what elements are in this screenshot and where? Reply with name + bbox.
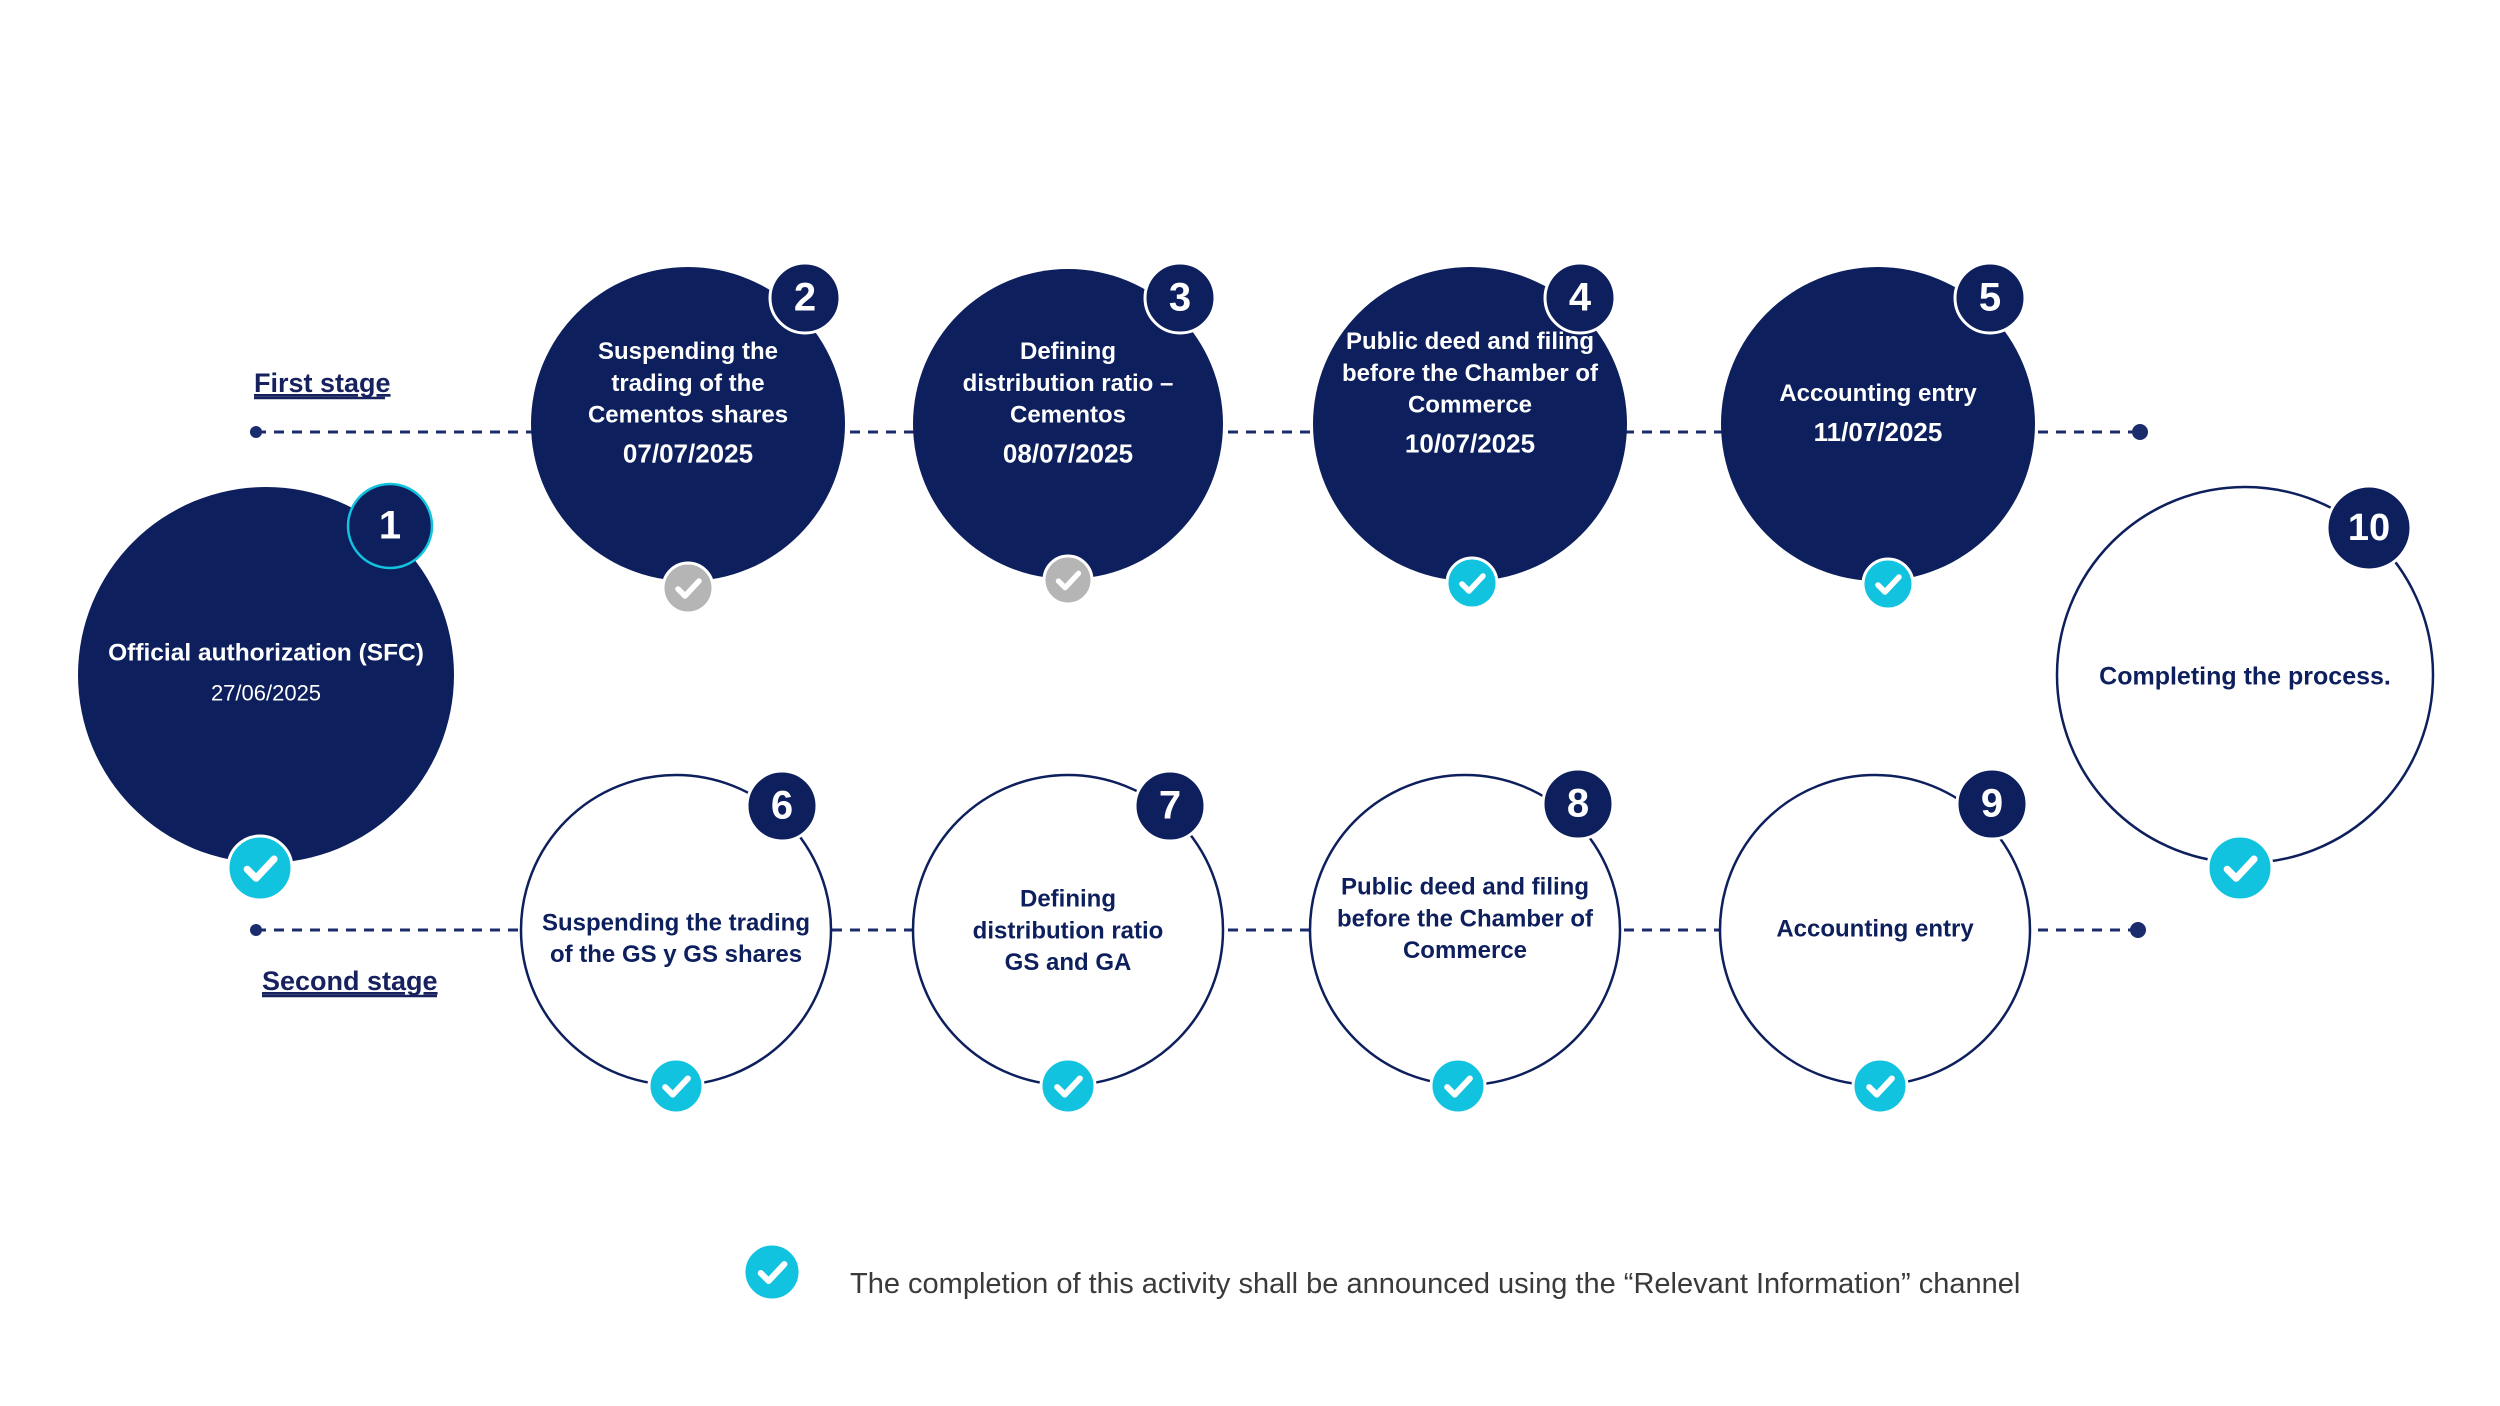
step-number-badge: 7 [1133,769,1207,843]
step-number: 5 [1979,276,2001,320]
first-stage-end-dot [2132,424,2148,440]
second-stage-start-dot [250,924,262,936]
check-icon [1042,554,1094,606]
step-label-line: Completing the process. [2099,663,2391,691]
step-number: 9 [1981,782,2003,826]
check-icon [661,561,715,615]
check-icon [647,1057,705,1115]
step-number-badge: 2 [768,261,842,335]
step-number-badge: 1 [346,482,434,570]
step-number: 1 [379,504,401,548]
step-label-line: before the Chamber of [1337,905,1594,932]
step-circle [78,487,454,863]
step-number-badge: 10 [2325,484,2413,572]
legend-check-mark [742,1242,802,1302]
step-label-line: Public deed and filing [1341,874,1589,901]
check-icon [1861,557,1915,611]
step-label-line: Commerce [1403,937,1527,964]
step-10: Completing the process. 10 [2055,484,2435,902]
step-circle [531,267,845,581]
step-3: Defining distribution ratio – Cementos 08/0… [913,261,1223,606]
step-circle [1313,267,1627,581]
check-icon [1039,1057,1097,1115]
step-9: Accounting entry 9 [1718,767,2032,1115]
step-label-line: Defining [1020,338,1116,365]
step-label-line: distribution ratio [973,917,1164,944]
first-stage-label: First stage [254,368,391,398]
step-date: 11/07/2025 [1814,417,1943,447]
step-4: Public deed and filing before the Chamber… [1313,261,1627,610]
check-icon [1429,1057,1487,1115]
step-number: 7 [1159,784,1181,828]
step-label-line: Official authorization (SFC) [108,640,424,667]
second-stage-label: Second stage [262,966,438,996]
step-label-line: Defining [1020,886,1116,913]
step-label-line: before the Chamber of [1342,360,1599,387]
first-stage-start-dot [250,426,262,438]
step-date: 08/07/2025 [1003,439,1133,469]
step-date: 07/07/2025 [623,439,753,469]
step-date: 10/07/2025 [1405,429,1535,459]
step-label-line: Suspending the trading [542,910,810,937]
check-icon [1851,1057,1909,1115]
step-1: Official authorization (SFC) 27/06/2025 1 [78,482,454,902]
step-number: 4 [1569,276,1592,320]
step-number-badge: 5 [1953,261,2027,335]
step-label-line: Accounting entry [1779,380,1977,407]
step-number-badge: 9 [1955,767,2029,841]
step-number: 8 [1567,782,1589,826]
legend: The completion of this activity shall be… [742,1242,2020,1302]
step-label-line: Accounting entry [1776,915,1974,942]
step-number: 3 [1169,276,1191,320]
step-label-line: Suspending the [598,338,778,365]
step-number-badge: 3 [1143,261,1217,335]
step-label-line: of the GS y GS shares [550,941,802,968]
step-label-line: Commerce [1408,392,1532,419]
step-label-line: Cementos [1010,402,1126,429]
step-circle [913,269,1223,579]
step-label-line: GS and GA [1005,949,1132,976]
step-number: 6 [771,784,793,828]
step-number: 2 [794,276,816,320]
step-number: 10 [2348,507,2390,549]
second-stage-end-dot [2130,922,2146,938]
step-label-line: Cementos shares [588,402,788,429]
step-6: Suspending the trading of the GS y GS sha… [519,769,833,1115]
step-label-line: Public deed and filing [1346,328,1594,355]
steps-layer: Official authorization (SFC)27/06/20251S… [78,261,2435,1115]
step-5: Accounting entry 11/07/2025 5 [1721,261,2035,611]
check-icon [1445,556,1499,610]
check-icon [226,834,294,902]
check-circle-icon [742,1242,802,1302]
step-number-badge: 8 [1541,767,1615,841]
step-label-line: distribution ratio – [963,370,1174,397]
check-icon [2206,834,2274,902]
step-number-badge: 4 [1543,261,1617,335]
step-label-line: trading of the [611,370,764,397]
legend-text: The completion of this activity shall be… [850,1268,2020,1300]
step-circle [1721,267,2035,581]
step-8: Public deed and filing before the Chamber… [1308,767,1622,1115]
step-number-badge: 6 [745,769,819,843]
step-date: 27/06/2025 [211,680,321,705]
step-7: Defining distribution ratio GS and GA 7 [911,769,1225,1115]
